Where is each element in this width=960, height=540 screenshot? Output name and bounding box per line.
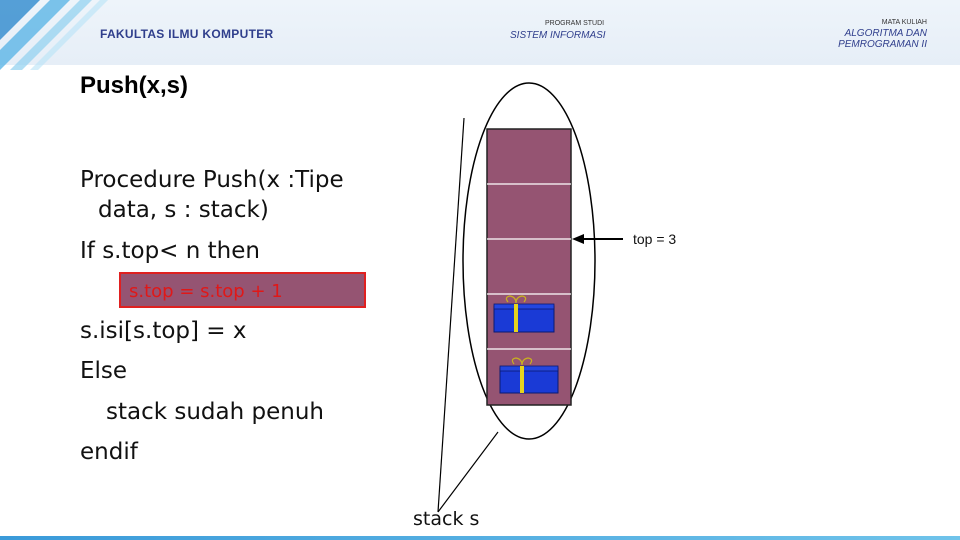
stack-outline-oval [462, 82, 596, 440]
corner-decoration [0, 0, 110, 70]
prodi-label: PROGRAM STUDI [545, 20, 605, 27]
bottom-accent-bar [0, 536, 960, 540]
stack-label: stack s [413, 508, 480, 530]
slide-header: FAKULTAS ILMU KOMPUTER PROGRAM STUDI SIS… [0, 0, 960, 70]
faculty-name: FAKULTAS ILMU KOMPUTER [100, 27, 274, 41]
course-label: MATA KULIAH [881, 19, 927, 26]
gift-box-icon [493, 295, 555, 333]
callout-line-left [437, 117, 465, 513]
code-line-procedure: Procedure Push(x :Tipe [80, 167, 344, 193]
code-line-if: If s.top< n then [80, 238, 260, 264]
code-line-endif: endif [80, 439, 138, 465]
callout-line-right [437, 431, 499, 513]
gift-box-icon [499, 357, 559, 394]
code-line-assign: s.isi[s.top] = x [80, 318, 247, 344]
top-pointer-arrow-icon [572, 234, 623, 244]
slide-title: Push(x,s) [80, 72, 189, 99]
course-value: ALGORITMA DAN PEMROGRAMAN II [838, 28, 927, 50]
code-line-else: Else [80, 358, 128, 384]
code-line-params: data, s : stack) [98, 197, 269, 223]
code-line-full: stack sudah penuh [106, 399, 324, 425]
prodi-value: SISTEM INFORMASI [510, 30, 606, 41]
highlighted-statement-text: s.top = s.top + 1 [129, 281, 283, 302]
stack-body [486, 128, 572, 406]
highlighted-statement: s.top = s.top + 1 [119, 272, 366, 308]
top-pointer-label: top = 3 [633, 231, 677, 247]
